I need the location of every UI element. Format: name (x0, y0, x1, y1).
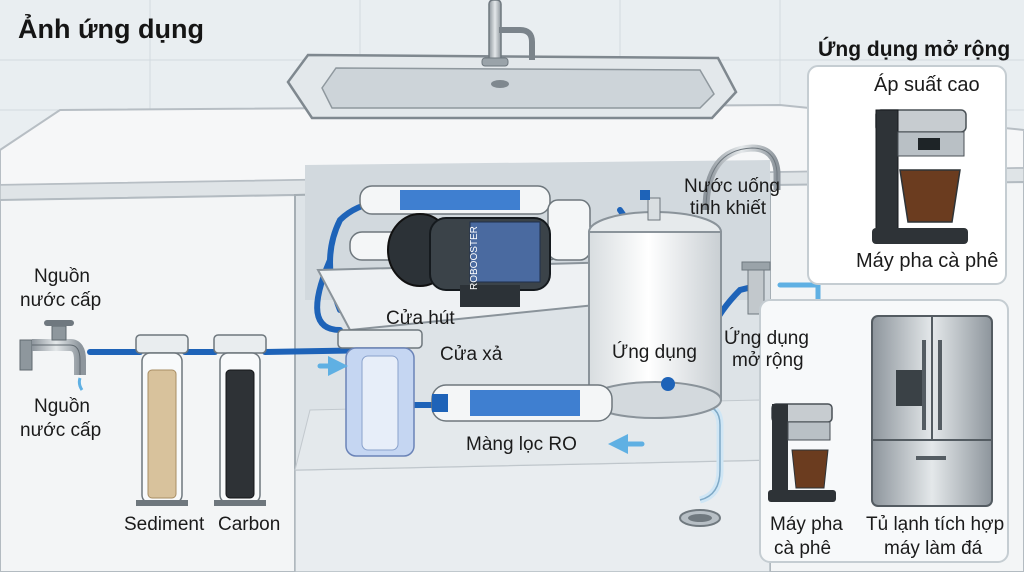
coffee-top-label: Máy pha cà phê (856, 250, 999, 272)
pressure-tank (588, 190, 722, 419)
sediment-label: Sediment (124, 514, 205, 535)
sediment-filter (135, 334, 189, 506)
sink-basin (321, 67, 715, 109)
carbon-filter (213, 334, 267, 506)
source-water-tap (19, 320, 86, 391)
ro-membrane (431, 384, 613, 422)
source-top-line1: Nguồn (34, 266, 90, 287)
coffee-bottom-line2: cà phê (774, 538, 832, 559)
drain-label: Cửa xả (440, 344, 503, 365)
sink-drain (491, 80, 509, 88)
source-bottom-line1: Nguồn (34, 396, 90, 417)
floor-drain (679, 509, 721, 527)
expansion-heading: Ứng dụng mở rộng (818, 38, 1011, 61)
ro-membrane-label: Màng lọc RO (466, 434, 577, 455)
source-top-line2: nước cấp (20, 290, 102, 311)
coffee-maker-bottom (768, 403, 836, 502)
inline-housing (337, 329, 423, 457)
coffee-maker-top (872, 109, 968, 244)
drinking-line1: Nước uống (684, 176, 780, 197)
fridge-line2: máy làm đá (884, 538, 983, 559)
drinking-water-faucet (702, 144, 781, 315)
high-pressure-label: Áp suất cao (874, 74, 980, 96)
page-title: Ảnh ứng dụng (18, 14, 204, 44)
expand-line2: mở rộng (732, 350, 804, 371)
inlet-label: Cửa hút (386, 308, 455, 329)
fridge-line1: Tủ lạnh tích hợp (866, 514, 1005, 535)
expand-line1: Ứng dụng (724, 328, 809, 349)
pump-print: ROBOOSTER (469, 226, 480, 290)
source-bottom-line2: nước cấp (20, 420, 102, 441)
application-label: Ứng dụng (612, 342, 697, 363)
kitchen-faucet (481, 0, 535, 67)
booster-pump (387, 213, 551, 307)
drinking-line2: tinh khiết (690, 198, 767, 219)
carbon-label: Carbon (218, 514, 281, 535)
refrigerator (871, 315, 993, 507)
coffee-bottom-line1: Máy pha (770, 514, 843, 535)
